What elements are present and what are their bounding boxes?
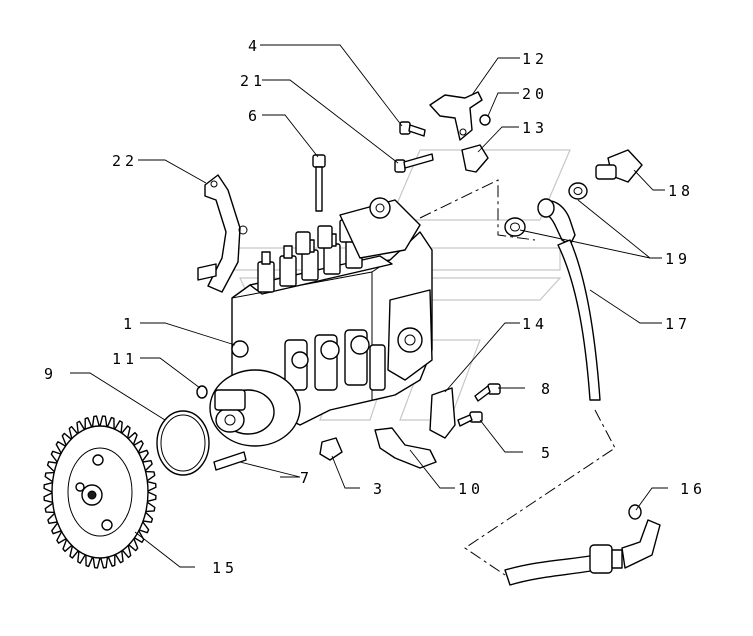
callout-16: 16	[680, 480, 706, 498]
bolt-21	[394, 153, 434, 173]
banjo-bolt-18	[595, 149, 643, 183]
nut-20	[479, 114, 491, 126]
callout-14: 14	[522, 315, 548, 333]
callout-12: 12	[522, 50, 548, 68]
plug-3	[319, 437, 343, 461]
callout-9: 9	[44, 365, 57, 383]
stud-7	[213, 451, 247, 471]
callout-10: 10	[458, 480, 484, 498]
bolt-5	[457, 411, 483, 427]
bolt-4	[399, 121, 426, 137]
pipe-16	[504, 504, 661, 586]
callout-labels: 4 21 6 22 12 20 13 18 19 17 14 1 11 9 8 …	[44, 37, 706, 577]
gear-15	[43, 415, 157, 569]
o-ring-11	[196, 385, 208, 399]
o-ring-9	[156, 410, 210, 476]
callout-11: 11	[112, 350, 138, 368]
callout-18: 18	[668, 182, 694, 200]
callout-19: 19	[665, 250, 691, 268]
washer-19a	[568, 182, 588, 200]
bolt-6	[312, 154, 326, 212]
bracket-22	[197, 174, 248, 293]
callout-13: 13	[522, 119, 548, 137]
callout-8: 8	[541, 380, 554, 398]
pipe-17	[537, 198, 601, 401]
callout-22: 22	[112, 152, 138, 170]
clip-13	[461, 144, 489, 173]
bracket-10	[374, 427, 437, 469]
assembly-line-b	[464, 409, 616, 576]
callout-4: 4	[248, 37, 261, 55]
callout-20: 20	[522, 85, 548, 103]
bracket-12	[429, 91, 483, 141]
washer-19b	[504, 217, 526, 237]
injection-pump	[209, 197, 433, 447]
callout-1: 1	[123, 315, 136, 333]
leader-lines	[70, 44, 668, 568]
callout-6: 6	[248, 107, 261, 125]
bolt-8	[474, 383, 501, 402]
callout-21: 21	[240, 72, 266, 90]
callout-17: 17	[665, 315, 691, 333]
callout-15: 15	[212, 559, 238, 577]
bracket-14	[429, 387, 456, 439]
callout-5: 5	[541, 444, 554, 462]
callout-7: 7	[300, 469, 313, 487]
callout-3: 3	[373, 480, 386, 498]
